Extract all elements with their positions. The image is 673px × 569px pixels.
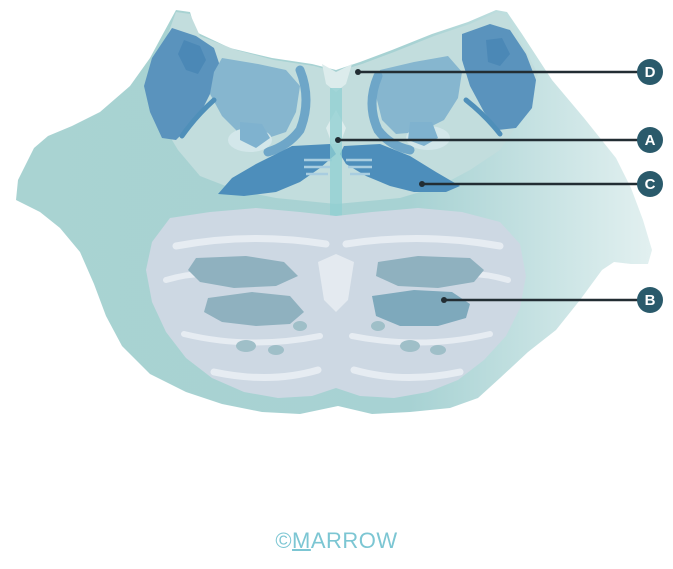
label-b-text: B bbox=[645, 292, 656, 309]
leader-dot-d bbox=[355, 69, 361, 75]
marrow-watermark: ©MARROW bbox=[0, 528, 673, 554]
label-c-text: C bbox=[645, 176, 656, 193]
watermark-rest: ARROW bbox=[311, 528, 398, 553]
leader-dot-c bbox=[419, 181, 425, 187]
left-small-nucleus-3 bbox=[293, 321, 307, 331]
leader-dot-b bbox=[441, 297, 447, 303]
label-d-text: D bbox=[645, 64, 656, 81]
watermark-copyright: © bbox=[275, 528, 292, 553]
label-a-text: A bbox=[645, 132, 656, 149]
right-small-nucleus-3 bbox=[371, 321, 385, 331]
right-small-nucleus-2 bbox=[430, 345, 446, 355]
leader-dot-a bbox=[335, 137, 341, 143]
left-small-nucleus-2 bbox=[268, 345, 284, 355]
left-small-nucleus-1 bbox=[236, 340, 256, 352]
right-small-nucleus-1 bbox=[400, 340, 420, 352]
watermark-underlined-letter: M bbox=[292, 528, 311, 553]
